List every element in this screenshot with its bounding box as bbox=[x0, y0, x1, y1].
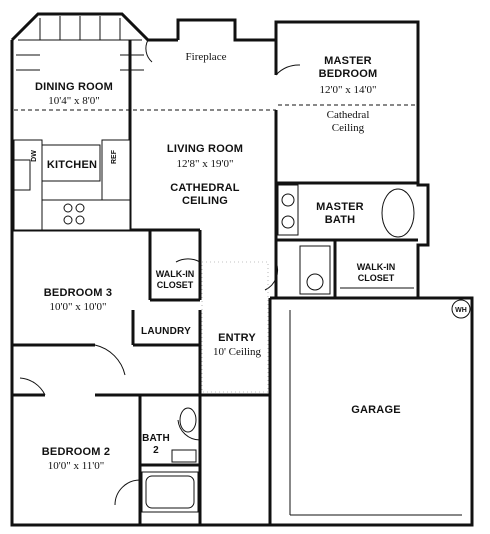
entry-tile bbox=[201, 261, 269, 393]
living-room-name: LIVING ROOM bbox=[167, 143, 243, 155]
bath-2-name-1: BATH bbox=[142, 433, 170, 444]
master-bedroom-name-1: MASTER bbox=[324, 55, 372, 67]
water-heater-label: WH bbox=[455, 307, 467, 314]
bed3-closet-name-2: CLOSET bbox=[157, 280, 194, 290]
door-swings bbox=[19, 39, 301, 506]
dishwasher-label: DW bbox=[31, 150, 38, 162]
dining-room-name: DINING ROOM bbox=[35, 81, 113, 93]
bedroom-3-name: BEDROOM 3 bbox=[44, 287, 112, 299]
bed3-closet-name-1: WALK-IN bbox=[156, 269, 195, 279]
master-bath-fixtures bbox=[277, 184, 415, 295]
bath-2-name-2: 2 bbox=[153, 445, 159, 456]
master-bedroom-dims: 12'0" x 14'0" bbox=[320, 84, 377, 96]
interior-walls bbox=[12, 40, 418, 525]
living-room-note-1: CATHEDRAL bbox=[170, 182, 240, 194]
master-bedroom-note-1: Cathedral bbox=[327, 109, 370, 121]
water-heater-icon bbox=[451, 299, 471, 319]
living-room-dims: 12'8" x 19'0" bbox=[177, 158, 234, 170]
exterior-walls bbox=[10, 12, 474, 527]
fireplace-label: Fireplace bbox=[186, 51, 227, 63]
master-bedroom-name-2: BEDROOM bbox=[319, 68, 378, 80]
living-room-note-2: CEILING bbox=[182, 195, 228, 207]
garage-name: GARAGE bbox=[351, 404, 400, 416]
bedroom-2-dims: 10'0" x 11'0" bbox=[48, 460, 105, 472]
bedroom-2-name: BEDROOM 2 bbox=[42, 446, 110, 458]
bedroom-3-dims: 10'0" x 10'0" bbox=[50, 301, 107, 313]
refrigerator-label: REF bbox=[111, 149, 118, 164]
master-closet-name-2: CLOSET bbox=[358, 273, 395, 283]
master-bedroom-note-2: Ceiling bbox=[332, 122, 365, 134]
laundry-name: LAUNDRY bbox=[141, 326, 191, 337]
kitchen-fixtures bbox=[13, 139, 131, 231]
entry-name: ENTRY bbox=[218, 332, 256, 344]
entry-note: 10' Ceiling bbox=[213, 346, 262, 358]
master-bath-name-2: BATH bbox=[325, 214, 356, 226]
master-closet-name-1: WALK-IN bbox=[357, 262, 396, 272]
kitchen-name: KITCHEN bbox=[47, 159, 97, 171]
dining-room-dims: 10'4" x 8'0" bbox=[48, 95, 99, 107]
master-bath-name-1: MASTER bbox=[316, 201, 364, 213]
bath2-fixtures bbox=[141, 407, 199, 513]
room-labels: DINING ROOM 10'4" x 8'0" Fireplace MASTE… bbox=[31, 51, 467, 472]
dining-window bbox=[16, 16, 144, 71]
